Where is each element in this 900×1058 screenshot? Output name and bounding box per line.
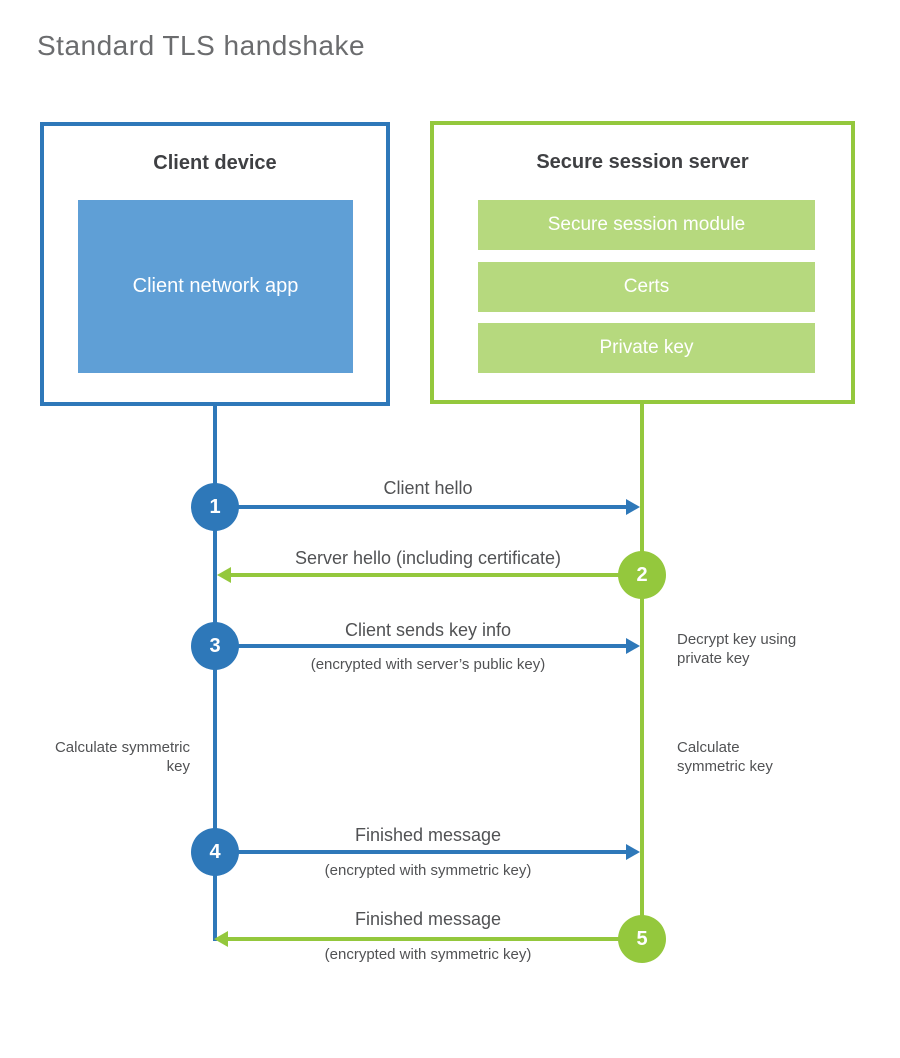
client-lifeline — [213, 405, 217, 941]
server-module-bar: Certs — [478, 262, 815, 312]
step-number: 1 — [209, 495, 221, 518]
client-network-app-label: Client network app — [132, 275, 299, 297]
step-number: 3 — [209, 634, 221, 657]
arrowhead-left-icon — [214, 931, 228, 947]
step-circle: 3 — [191, 622, 239, 670]
note-decrypt-key: Decrypt key using private key — [677, 631, 797, 667]
client-device-box: Client device Client network app — [40, 122, 390, 406]
secure-session-server-header: Secure session server — [536, 151, 749, 173]
message-sublabel: (encrypted with symmetric key) — [324, 946, 532, 963]
message-label: Client sends key info — [344, 620, 512, 640]
page-title: Standard TLS handshake — [37, 30, 366, 61]
step-circle: 4 — [191, 828, 239, 876]
server-module-bar: Secure session module — [478, 200, 815, 250]
message-label: Server hello (including certificate) — [294, 548, 562, 568]
step-circle: 2 — [618, 551, 666, 599]
step-circle: 5 — [618, 915, 666, 963]
server-lifeline — [640, 403, 644, 941]
step-number: 4 — [209, 840, 221, 863]
message-label: Client hello — [383, 478, 473, 498]
server-module-label: Private key — [599, 337, 694, 358]
message-arrow — [220, 505, 628, 509]
client-device-header: Client device — [153, 152, 277, 174]
message-arrow — [228, 937, 642, 941]
message-label: Finished message — [354, 909, 502, 929]
note-calculate-symmetric-key-right: Calculate symmetric key — [677, 739, 773, 775]
client-network-app-box: Client network app — [78, 200, 353, 373]
message-arrow — [220, 850, 628, 854]
secure-session-server-box: Secure session server Secure session mod… — [430, 121, 855, 404]
note-calculate-symmetric-key-left: Calculate symmetric key — [54, 739, 190, 775]
arrowhead-right-icon — [626, 638, 640, 654]
server-module-label: Secure session module — [547, 214, 746, 235]
server-module-label: Certs — [623, 276, 670, 297]
step-number: 2 — [636, 563, 648, 586]
arrowhead-right-icon — [626, 499, 640, 515]
message-label: Finished message — [354, 825, 502, 845]
step-circle: 1 — [191, 483, 239, 531]
message-sublabel: (encrypted with server’s public key) — [310, 656, 546, 673]
arrowhead-right-icon — [626, 844, 640, 860]
server-module-bar: Private key — [478, 323, 815, 373]
message-arrow — [220, 644, 628, 648]
message-arrow — [230, 573, 642, 577]
arrowhead-left-icon — [217, 567, 231, 583]
message-sublabel: (encrypted with symmetric key) — [324, 862, 532, 879]
step-number: 5 — [636, 927, 648, 950]
